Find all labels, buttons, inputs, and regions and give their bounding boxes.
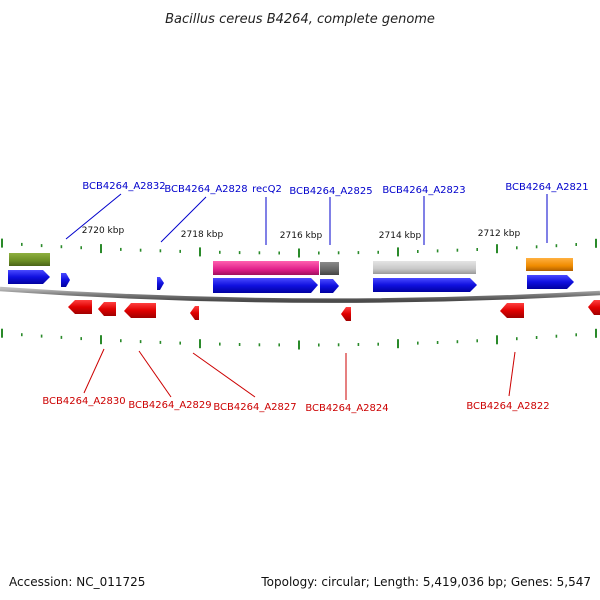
accession-text: Accession: NC_011725 <box>9 575 145 589</box>
scale-label-2720: 2720 kbp <box>82 226 125 236</box>
leader-line <box>508 351 516 397</box>
scale-label-2716: 2716 kbp <box>280 231 323 241</box>
gene-label-bcb4264-a2827[interactable]: BCB4264_A2827 <box>213 402 296 413</box>
leader-line <box>138 350 172 398</box>
gene-label-bcb4264-a2825[interactable]: BCB4264_A2825 <box>289 186 372 197</box>
scale-label-2712: 2712 kbp <box>478 229 521 239</box>
feature-orange <box>526 258 573 271</box>
scale-labels: 2720 kbp 2718 kbp 2716 kbp 2714 kbp 2712… <box>82 226 521 241</box>
topology-text: Topology: circular; Length: 5,419,036 bp… <box>260 575 591 589</box>
forward-gene-arrow[interactable] <box>213 278 318 293</box>
feature-darkgray <box>320 262 339 275</box>
leader-line <box>65 193 122 240</box>
forward-gene-arrow[interactable] <box>157 277 164 290</box>
feature-magenta <box>213 261 319 275</box>
genome-backbone <box>0 286 600 303</box>
reverse-gene-arrow[interactable] <box>341 307 351 321</box>
scale-ticks-bottom <box>1 328 597 350</box>
reverse-gene-arrow[interactable] <box>68 300 92 314</box>
feature-row <box>9 253 573 275</box>
reverse-gene-arrow[interactable] <box>98 302 116 316</box>
reverse-gene-arrow[interactable] <box>124 303 156 318</box>
gene-label-bcb4264-a2822[interactable]: BCB4264_A2822 <box>466 401 549 412</box>
feature-lightgray <box>373 261 476 274</box>
forward-gene-arrow[interactable] <box>320 279 339 293</box>
gene-label-bcb4264-a2832[interactable]: BCB4264_A2832 <box>82 181 165 192</box>
scale-ticks-top <box>1 238 597 258</box>
reverse-gene-arrow[interactable] <box>500 303 524 318</box>
forward-gene-arrow[interactable] <box>373 278 477 292</box>
leader-line <box>192 352 256 398</box>
forward-gene-arrow[interactable] <box>527 275 574 289</box>
scale-label-2718: 2718 kbp <box>181 230 224 240</box>
map-title: Bacillus cereus B4264, complete genome <box>165 12 435 27</box>
top-gene-labels: BCB4264_A2832 BCB4264_A2828 recQ2 BCB426… <box>65 181 589 245</box>
feature-olive <box>9 253 50 266</box>
gene-label-bcb4264-a2823[interactable]: BCB4264_A2823 <box>382 185 465 196</box>
reverse-strand-genes <box>68 300 600 321</box>
bottom-gene-labels: BCB4264_A2830 BCB4264_A2829 BCB4264_A282… <box>42 348 550 414</box>
gene-label-recq2[interactable]: recQ2 <box>252 184 282 195</box>
gene-label-bcb4264-a2830[interactable]: BCB4264_A2830 <box>42 396 125 407</box>
gene-label-bcb4264-a2828[interactable]: BCB4264_A2828 <box>164 184 247 195</box>
leader-line <box>160 196 207 243</box>
forward-gene-arrow[interactable] <box>61 273 70 287</box>
forward-strand-genes <box>8 270 574 293</box>
forward-gene-arrow[interactable] <box>8 270 50 284</box>
gene-label-bcb4264-a2821[interactable]: BCB4264_A2821 <box>505 182 588 193</box>
reverse-gene-arrow[interactable] <box>190 306 199 320</box>
gene-label-bcb4264-a2824[interactable]: BCB4264_A2824 <box>305 403 388 414</box>
leader-line <box>83 348 105 394</box>
gene-label-bcb4264-a2829[interactable]: BCB4264_A2829 <box>128 400 211 411</box>
scale-label-2714: 2714 kbp <box>379 231 422 241</box>
reverse-gene-arrow[interactable] <box>588 300 600 315</box>
